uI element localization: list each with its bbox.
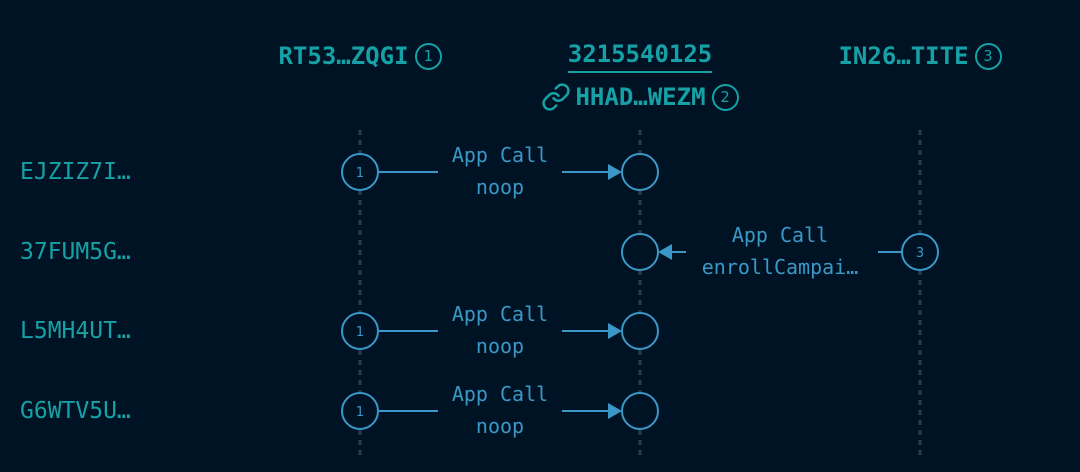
transaction-row-2-arrow[interactable]	[658, 244, 902, 260]
application-id-link[interactable]: 3215540125	[567, 40, 713, 73]
row-3-sender-node[interactable]	[341, 312, 379, 350]
transaction-row-4-arrow[interactable]	[378, 403, 622, 419]
row-2-receiver-node[interactable]	[621, 233, 659, 271]
column-subheader-2[interactable]: HHAD…WEZM 2	[500, 80, 780, 114]
column-header-2[interactable]: 3215540125	[520, 36, 760, 76]
row-1-sender-badge: 1	[356, 166, 364, 181]
row-4-receiver-node[interactable]	[621, 392, 659, 430]
row-2-sender-node[interactable]	[901, 233, 939, 271]
row-label-2[interactable]: 37FUM5G…	[20, 239, 131, 265]
call-method-1: noop	[475, 175, 525, 199]
call-method-4: noop	[475, 414, 525, 438]
column-header-1[interactable]: RT53…ZQGI 1	[240, 36, 480, 76]
column-badge-1: 1	[414, 42, 442, 70]
row-1-sender-node[interactable]	[341, 153, 379, 191]
transaction-row-3-arrow[interactable]	[378, 323, 622, 339]
row-3-receiver-node[interactable]	[621, 312, 659, 350]
transaction-label-4[interactable]: App Call noop	[380, 378, 620, 442]
row-3-sender-badge: 1	[356, 325, 364, 340]
transaction-label-3[interactable]: App Call noop	[380, 298, 620, 362]
column-subtitle-2[interactable]: HHAD…WEZM	[575, 83, 706, 111]
row-4-sender-badge: 1	[356, 405, 364, 420]
column-badge-3: 3	[974, 42, 1002, 70]
row-2-sender-badge: 3	[916, 246, 924, 261]
call-method-2: enrollCampai…	[701, 255, 859, 279]
column-title-1[interactable]: RT53…ZQGI	[278, 42, 409, 70]
row-label-3[interactable]: L5MH4UT…	[20, 318, 131, 344]
transaction-label-1[interactable]: App Call noop	[380, 139, 620, 203]
call-type-3: App Call	[451, 302, 549, 326]
call-method-3: noop	[475, 334, 525, 358]
row-4-sender-node[interactable]	[341, 392, 379, 430]
link-icon	[542, 83, 571, 111]
column-badge-2: 2	[711, 83, 739, 111]
row-label-1[interactable]: EJZIZ7I…	[20, 159, 131, 185]
call-type-1: App Call	[451, 143, 549, 167]
call-type-4: App Call	[451, 382, 549, 406]
call-type-2: App Call	[731, 223, 829, 247]
row-1-receiver-node[interactable]	[621, 153, 659, 191]
column-header-3[interactable]: IN26…TITE 3	[800, 36, 1040, 76]
column-title-3[interactable]: IN26…TITE	[838, 42, 969, 70]
transaction-row-1-arrow[interactable]	[378, 164, 622, 180]
row-label-4[interactable]: G6WTV5U…	[20, 398, 131, 424]
transaction-label-2[interactable]: App Call enrollCampai…	[660, 219, 900, 283]
